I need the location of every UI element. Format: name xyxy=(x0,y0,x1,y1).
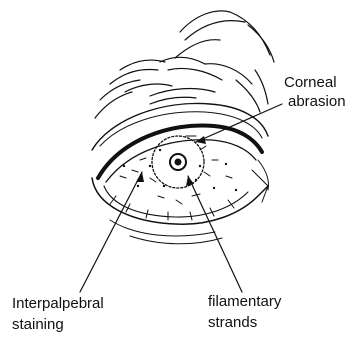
leader-interpalpebral-staining xyxy=(80,172,142,292)
label-filamentary-line1: filamentary xyxy=(208,293,281,311)
brow-sketch xyxy=(95,11,274,118)
label-corneal-line2: abrasion xyxy=(288,93,346,111)
leader-filamentary-strands xyxy=(188,176,242,292)
label-filamentary-line2: strands xyxy=(208,314,257,332)
label-interpalpebral-line1: Interpalpebral xyxy=(12,295,104,313)
label-interpalpebral-line2: staining xyxy=(12,316,64,334)
label-corneal-line1: Corneal xyxy=(284,74,337,92)
